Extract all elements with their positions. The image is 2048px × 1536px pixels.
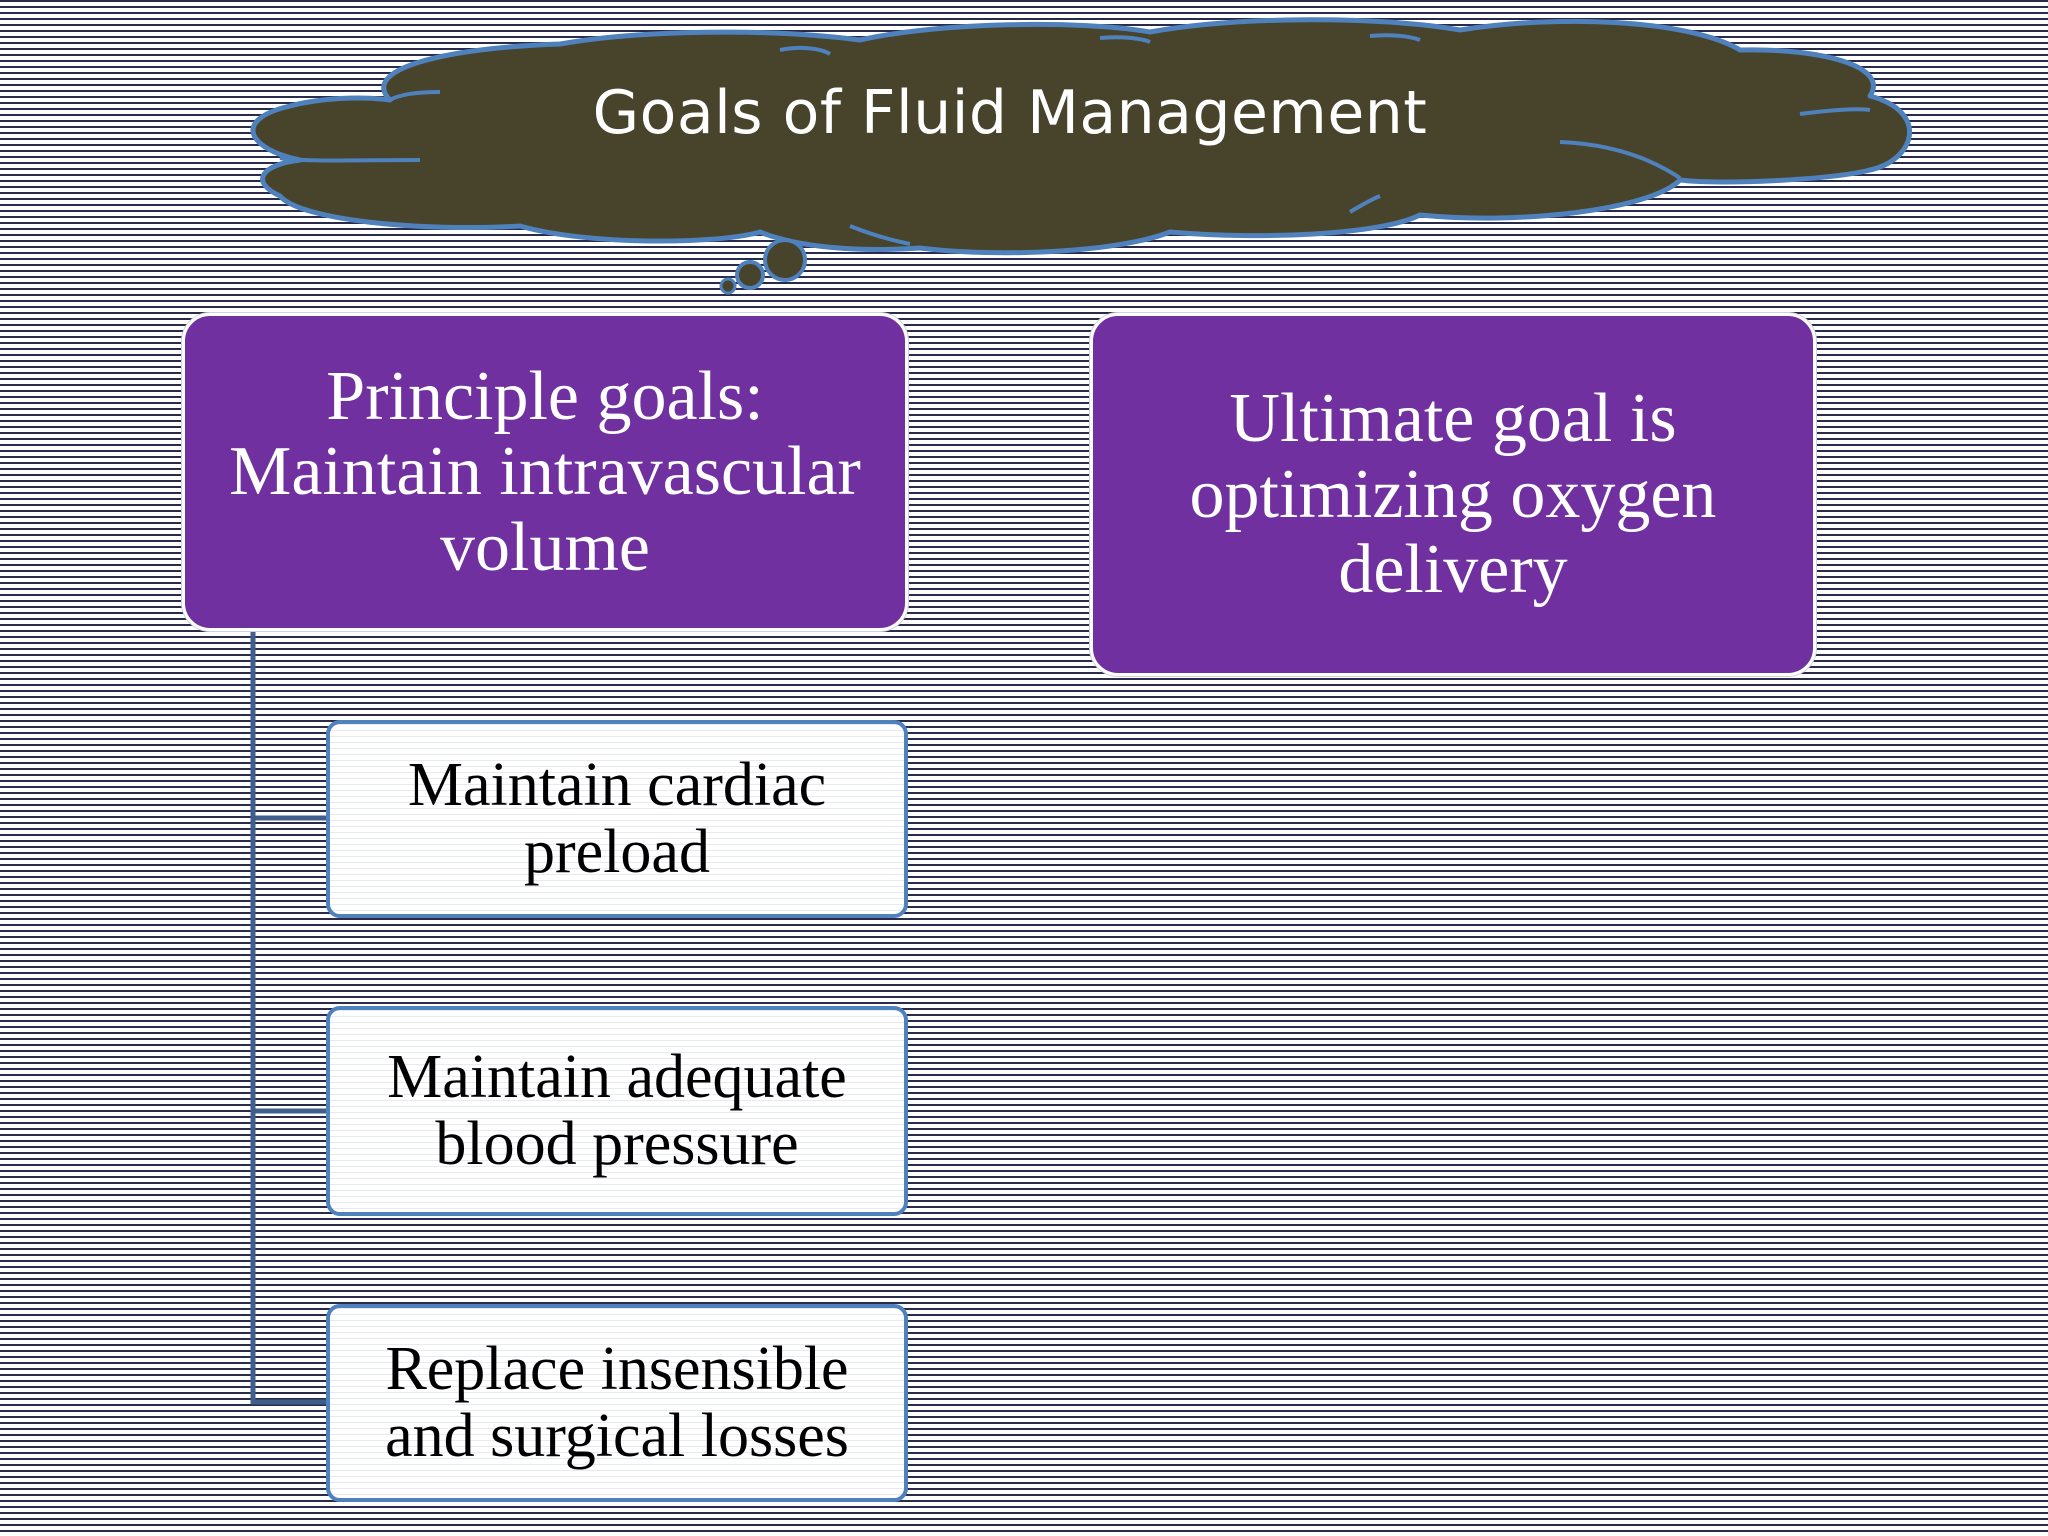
sub-goal-box-preload: Maintain cardiac preload (326, 720, 908, 918)
cloud-inner-curve (388, 90, 441, 102)
principle-goal-box: Principle goals: Maintain intravascular … (182, 313, 908, 631)
title-cloud (250, 17, 1913, 295)
sub-goal-box-blood-pressure: Maintain adequate blood pressure (326, 1006, 908, 1216)
cloud-inner-curve (1348, 194, 1381, 214)
cloud-inner-curve (1099, 35, 1151, 44)
cloud-bubble-small (719, 277, 737, 295)
sub-goal-text: Replace insensible and surgical losses (385, 1335, 849, 1470)
sub-goal-box-losses: Replace insensible and surgical losses (326, 1304, 908, 1502)
cloud-inner-curve (1369, 33, 1421, 42)
ultimate-goal-text: Ultimate goal is optimizing oxygen deliv… (1189, 380, 1717, 609)
cloud-bubble-large (763, 238, 807, 282)
connector-lines (250, 628, 328, 1405)
cloud-bubble-medium (735, 260, 765, 290)
sub-goal-text: Maintain cardiac preload (407, 751, 827, 886)
cloud-inner-curve (1559, 140, 1682, 180)
ultimate-goal-box: Ultimate goal is optimizing oxygen deliv… (1090, 313, 1816, 676)
cloud-inner-curve (1799, 107, 1871, 116)
cloud-inner-curve (849, 224, 911, 246)
diagram-title: Goals of Fluid Management (592, 78, 1428, 148)
cloud-inner-curve (279, 156, 421, 163)
sub-goal-text: Maintain adequate blood pressure (387, 1043, 847, 1178)
principle-goal-text: Principle goals: Maintain intravascular … (229, 357, 861, 586)
cloud-inner-curve (779, 45, 832, 56)
cloud-shape (250, 17, 1913, 256)
